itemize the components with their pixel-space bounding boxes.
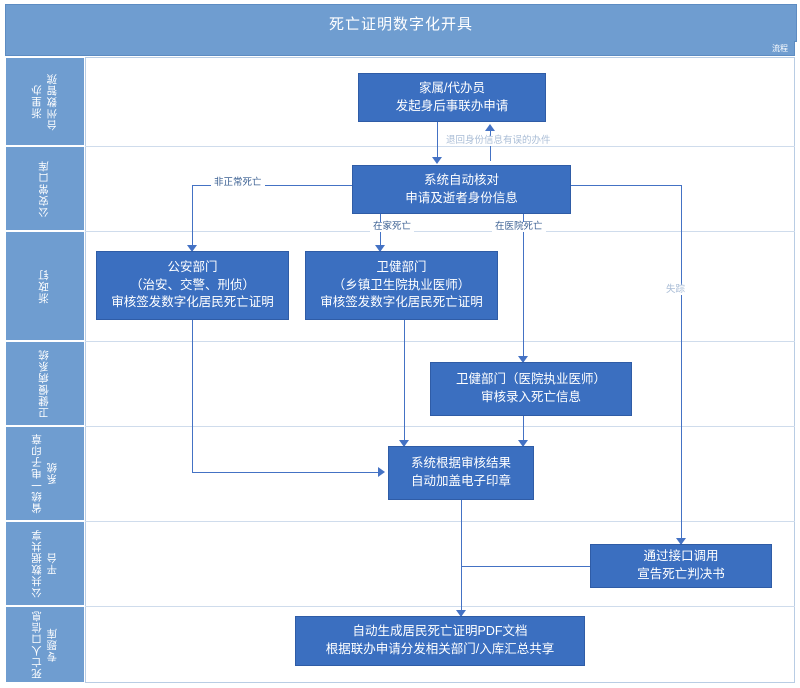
- node-health-township[interactable]: 卫健部门 （乡镇卫生院执业医师） 审核签发数字化居民死亡证明: [305, 251, 498, 320]
- connector-verify-to-court-h: [571, 185, 681, 186]
- connector-verify-to-police-v: [192, 185, 193, 251]
- connector-hospital-to-eseal: [523, 416, 524, 446]
- node-line: 申请及逝者身份信息: [405, 190, 518, 205]
- node-line: 系统自动核对: [423, 172, 499, 187]
- node-court-api[interactable]: 通过接口调用 宣告死亡判决书: [590, 544, 772, 588]
- node-line: 自动加盖电子印章: [410, 474, 511, 488]
- node-line: 公安部门: [167, 259, 218, 274]
- node-line: 自动生成居民死亡证明PDF文档: [352, 624, 528, 639]
- lane-label-text: 死亡人口信息 专题库: [30, 610, 58, 679]
- page-title-text: 死亡证明数字化开具: [328, 15, 473, 33]
- arrow-verify-to-court: [676, 538, 686, 545]
- subheader: 流程: [5, 41, 795, 56]
- page-title: 死亡证明数字化开具: [5, 4, 797, 42]
- arrow-verify-to-hospital: [518, 356, 528, 363]
- lane-label-text: 省统一电子印章 系统: [30, 433, 58, 514]
- lane-label-text: 浙里办 台州数智殡: [30, 72, 58, 131]
- node-line: 审核签发数字化居民死亡证明: [320, 295, 483, 310]
- node-line: 审核录入死亡信息: [480, 390, 581, 404]
- node-health-hospital[interactable]: 卫健部门（医院执业医师） 审核录入死亡信息: [430, 362, 632, 416]
- connector-court-to-pdf-h: [461, 566, 590, 567]
- arrow-police-to-eseal: [378, 467, 385, 477]
- node-line: （治安、交警、刑侦）: [129, 277, 255, 292]
- arrow-eseal-to-pdf: [456, 610, 466, 617]
- node-verify[interactable]: 系统自动核对 申请及逝者身份信息: [352, 165, 571, 214]
- subheader-text: 流程: [772, 43, 788, 53]
- lane-label-text: 浙政钉: [38, 268, 51, 304]
- lane-label-text: 卫健慢病系统: [38, 349, 51, 418]
- lane-divider: [85, 231, 795, 232]
- lane-label-eseal: 省统一电子印章 系统: [5, 426, 85, 521]
- node-line: 通过接口调用: [643, 549, 719, 564]
- lane-label-text: 公安常口库: [38, 159, 51, 218]
- node-pdf-output[interactable]: 自动生成居民死亡证明PDF文档 根据联办申请分发相关部门/入库汇总共享: [295, 616, 585, 666]
- lane-label-zhelib: 浙里办 台州数智殡: [5, 57, 85, 146]
- node-apply[interactable]: 家属/代办员 发起身后事联办申请: [358, 73, 546, 122]
- arrow-return-to-apply: [485, 124, 495, 131]
- node-eseal[interactable]: 系统根据审核结果 自动加盖电子印章: [388, 446, 534, 500]
- node-police[interactable]: 公安部门 （治安、交警、刑侦） 审核签发数字化居民死亡证明: [96, 251, 289, 320]
- edge-label-hospital-death: 在医院死亡: [492, 221, 546, 233]
- node-line: 审核签发数字化居民死亡证明: [111, 295, 274, 310]
- node-line: 宣告死亡判决书: [637, 567, 725, 581]
- lane-label-text: 公共数据共享 平台: [30, 529, 58, 598]
- connector-verify-to-township-v: [380, 214, 381, 251]
- lane-label-death-db: 死亡人口信息 专题库: [5, 606, 85, 683]
- node-line: 家属/代办员: [419, 80, 485, 95]
- node-line: 系统根据审核结果: [410, 456, 511, 471]
- arrow-township-to-eseal: [399, 440, 409, 447]
- connector-police-to-eseal-v: [192, 320, 193, 472]
- node-line: 卫健部门: [376, 259, 427, 274]
- lane-label-zhezhengding: 浙政钉: [5, 231, 85, 341]
- node-line: 卫健部门（医院执业医师）: [455, 372, 606, 387]
- connector-verify-to-court-v: [681, 185, 682, 544]
- connector-eseal-to-pdf: [461, 500, 462, 616]
- node-line: 发起身后事联办申请: [395, 98, 509, 113]
- lane-label-police-db: 公安常口库: [5, 146, 85, 231]
- arrow-hospital-to-eseal: [518, 440, 528, 447]
- arrow-apply-to-verify: [432, 157, 442, 164]
- lane-label-health-chronic: 卫健慢病系统: [5, 341, 85, 426]
- lane-divider: [85, 521, 795, 522]
- connector-verify-to-hospital-v: [523, 214, 524, 362]
- edge-label-missing: 失踪: [663, 284, 689, 296]
- arrow-verify-to-township: [375, 245, 385, 252]
- connector-verify-to-police-h: [192, 185, 352, 186]
- lane-divider: [85, 426, 795, 427]
- connector-apply-to-verify: [437, 122, 438, 161]
- edge-label-return: 退回身份信息有误的办件: [443, 135, 554, 147]
- lane-divider: [85, 341, 795, 342]
- connector-police-to-eseal-h: [192, 472, 378, 473]
- lane-divider: [85, 606, 795, 607]
- arrow-verify-to-police: [187, 245, 197, 252]
- edge-label-home-death: 在家死亡: [370, 221, 415, 233]
- node-line: （乡镇卫生院执业医师）: [332, 277, 471, 292]
- connector-township-to-eseal: [404, 320, 405, 446]
- lane-label-data-share: 公共数据共享 平台: [5, 521, 85, 606]
- edge-label-abnormal-death: 非正常死亡: [211, 177, 265, 189]
- lane-divider: [85, 146, 795, 147]
- node-line: 根据联办申请分发相关部门/入库汇总共享: [325, 642, 555, 656]
